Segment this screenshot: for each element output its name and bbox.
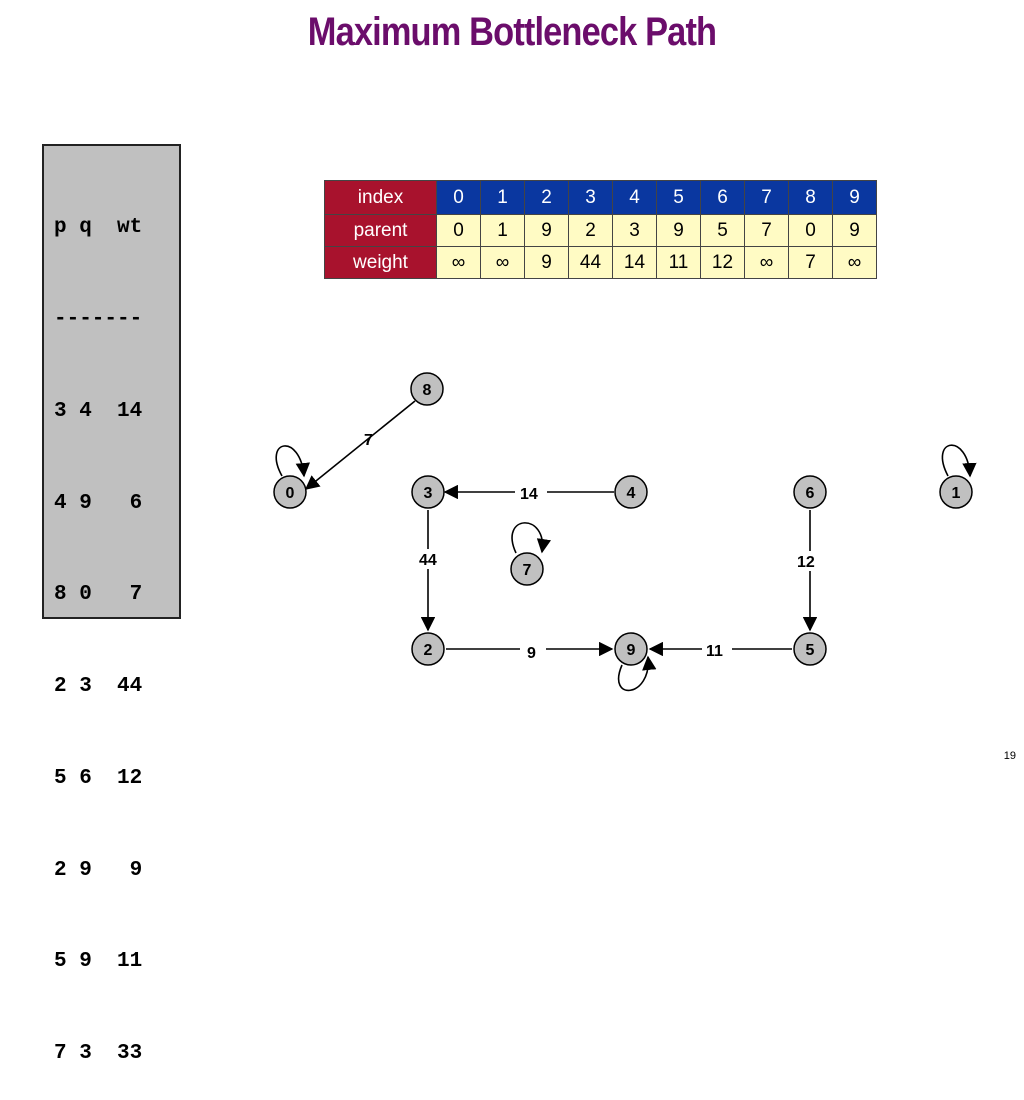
edge-list-panel: p q wt ------- 3 4 14 4 9 6 8 0 7 2 3 44… [42, 144, 181, 1065]
parent-cell: 9 [832, 214, 877, 247]
index-cell: 1 [480, 180, 525, 215]
edge-label: 11 [706, 643, 723, 660]
edge-label: 12 [797, 554, 815, 571]
page-number: 19 [1003, 750, 1016, 762]
self-loop-1 [941, 444, 977, 478]
edge-row: 7 3 33 [54, 1042, 143, 1066]
index-cell: 7 [744, 180, 789, 215]
edge-label: 9 [527, 645, 536, 662]
graph-node-4: 4 [614, 475, 648, 509]
graph-node-3: 3 [411, 475, 445, 509]
weight-row: weight ∞ ∞ 9 44 14 11 12 ∞ 7 ∞ [324, 246, 877, 279]
graph-node-5: 5 [793, 632, 827, 666]
edge-label-bg [520, 639, 546, 661]
edge-label-bg [515, 482, 547, 502]
edge-row: 2 3 44 [54, 675, 143, 699]
svg-text:2: 2 [424, 642, 433, 659]
weight-cell: ∞ [480, 246, 525, 279]
parent-cell: 3 [612, 214, 657, 247]
self-loop-0 [275, 445, 310, 478]
page-title: Maximum Bottleneck Path [307, 10, 717, 54]
edge-list-header: p q wt [54, 216, 143, 240]
weight-cell: 9 [524, 246, 569, 279]
index-cell: 4 [612, 180, 657, 215]
svg-text:4: 4 [627, 485, 636, 502]
row-label-parent: parent [324, 214, 437, 247]
graph-node-2: 2 [411, 632, 445, 666]
edge-row: 8 0 7 [54, 583, 143, 607]
weight-cell: 11 [656, 246, 701, 279]
weight-cell: 12 [700, 246, 745, 279]
edge-label-bg [702, 639, 732, 659]
weight-cell: ∞ [744, 246, 789, 279]
parent-cell: 5 [700, 214, 745, 247]
parent-cell: 9 [656, 214, 701, 247]
parent-cell: 1 [480, 214, 525, 247]
svg-text:3: 3 [424, 485, 433, 502]
row-label-weight: weight [324, 246, 437, 279]
parent-cell: 0 [436, 214, 481, 247]
parent-cell: 7 [744, 214, 789, 247]
weight-cell: ∞ [436, 246, 481, 279]
graph-node-9: 9 [614, 632, 648, 666]
edge-row: 3 4 14 [54, 399, 143, 423]
parent-cell: 0 [788, 214, 833, 247]
graph-node-6: 6 [793, 475, 827, 509]
edge-label-bg [795, 551, 825, 571]
edge-label-bg [416, 549, 448, 569]
svg-text:9: 9 [627, 642, 636, 659]
graph-node-8: 8 [410, 372, 444, 406]
edge-8-0 [304, 400, 416, 490]
svg-text:0: 0 [286, 485, 295, 502]
row-label-index: index [324, 180, 437, 215]
index-row: index 0 1 2 3 4 5 6 7 8 9 [324, 180, 877, 215]
parent-row: parent 0 1 9 2 3 9 5 7 0 9 [324, 214, 877, 247]
svg-text:1: 1 [952, 485, 961, 502]
parent-cell: 2 [568, 214, 613, 247]
index-cell: 9 [832, 180, 877, 215]
edge-label: 14 [520, 486, 538, 503]
edge-label: 44 [419, 552, 437, 569]
svg-text:6: 6 [806, 485, 815, 502]
index-cell: 8 [788, 180, 833, 215]
parent-cell: 9 [524, 214, 569, 247]
graph-node-0: 0 [273, 475, 307, 509]
weight-cell: 14 [612, 246, 657, 279]
index-cell: 6 [700, 180, 745, 215]
self-loop-7 [511, 522, 552, 554]
edge-list-divider: ------- [54, 307, 143, 331]
edge-label: 7 [364, 432, 373, 449]
index-cell: 5 [656, 180, 701, 215]
graph-node-1: 1 [939, 475, 973, 509]
graph-node-7: 7 [510, 552, 544, 586]
index-cell: 2 [524, 180, 569, 215]
svg-text:5: 5 [806, 642, 815, 659]
index-cell: 3 [568, 180, 613, 215]
edge-row: 4 9 6 [54, 491, 143, 515]
weight-cell: 44 [568, 246, 613, 279]
svg-text:8: 8 [423, 382, 432, 399]
weight-cell: 7 [788, 246, 833, 279]
index-cell: 0 [436, 180, 481, 215]
edge-row: 2 9 9 [54, 858, 143, 882]
edge-row: 5 9 11 [54, 950, 143, 974]
weight-cell: ∞ [832, 246, 877, 279]
parent-weight-table: index 0 1 2 3 4 5 6 7 8 9 parent 0 1 9 2… [324, 180, 877, 279]
self-loop-9 [617, 655, 657, 692]
svg-text:7: 7 [523, 562, 532, 579]
edge-row: 5 6 12 [54, 766, 143, 790]
